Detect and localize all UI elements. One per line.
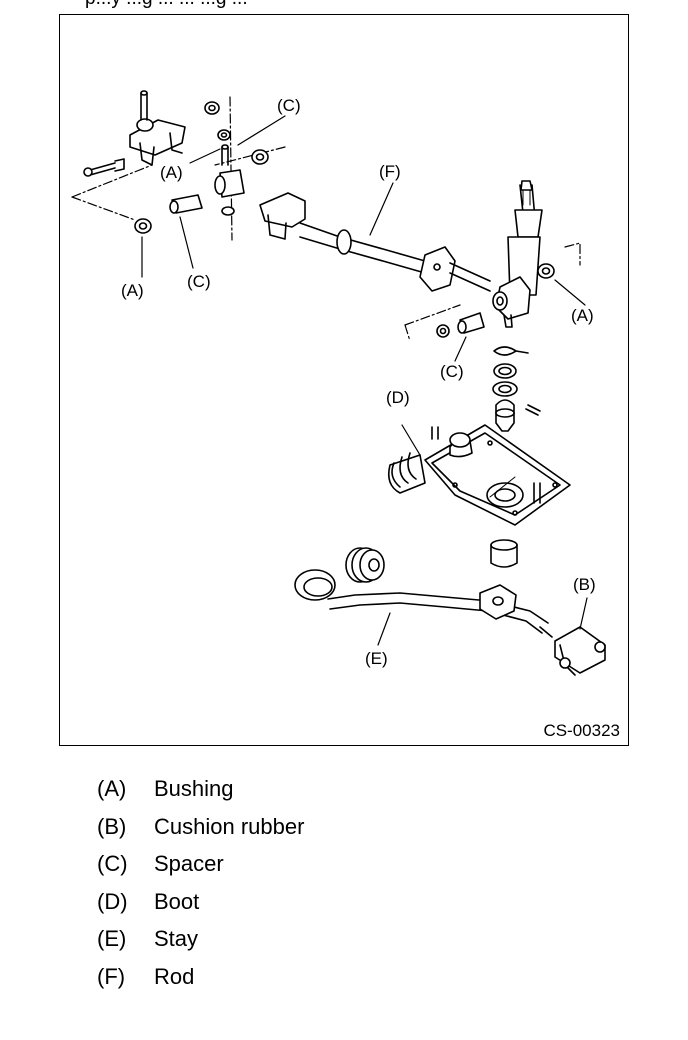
legend-key: (F) [97,963,126,989]
stay-e [294,569,549,634]
legend-label: Boot [154,888,200,914]
legend-item: (E) Stay [97,925,304,963]
callout-a-right: (A) [571,306,594,325]
left-bracket [83,90,186,177]
legend: (A) Bushing (B) Cushion rubber (C) Spacer (… [97,775,304,1000]
legend-key: (C) [97,851,128,876]
legend-key: (D) [97,888,128,914]
lever-assembly [404,180,581,342]
legend-item: (A) Bushing [97,775,304,813]
legend-item: (B) Cushion rubber [97,813,304,851]
diagram-frame: (C) (A) (F) (A) (C) (A) (C) (D) (B) (E) … [59,14,629,746]
rod-f [259,192,491,292]
left-mount-plane [71,96,286,241]
legend-key: (A) [97,776,127,801]
cushion-parts [345,539,518,583]
callout-c-right: (C) [440,362,464,381]
legend-label: Spacer [154,851,224,876]
callout-a-top: (A) [160,163,183,182]
legend-label: Bushing [154,776,234,801]
legend-label: Cushion rubber [154,813,305,839]
legend-item: (D) Boot [97,888,304,926]
bracket-b [539,626,606,676]
callout-c-left: (C) [187,272,211,291]
leader-lines [141,115,588,646]
washer-stack [492,346,541,432]
boot-d [387,424,571,526]
callout-c-top: (C) [277,96,301,115]
callout-f: (F) [379,162,401,181]
legend-item: (C) Spacer [97,850,304,888]
figure-code: CS-00323 [543,721,620,740]
legend-item: (F) Rod [97,963,304,1001]
left-small-parts [134,101,269,234]
callout-e: (E) [365,649,388,668]
callout-b: (B) [573,575,596,594]
callout-d: (D) [386,388,410,407]
callout-a-left: (A) [121,281,144,300]
legend-label: Stay [154,926,199,951]
exploded-diagram: (C) (A) (F) (A) (C) (A) (C) (D) (B) (E) [71,90,606,676]
legend-key: (B) [97,813,127,839]
clipped-heading: p...y ...g ... ... ...g ... [85,0,248,10]
legend-key: (E) [97,926,127,951]
legend-label: Rod [154,963,195,989]
